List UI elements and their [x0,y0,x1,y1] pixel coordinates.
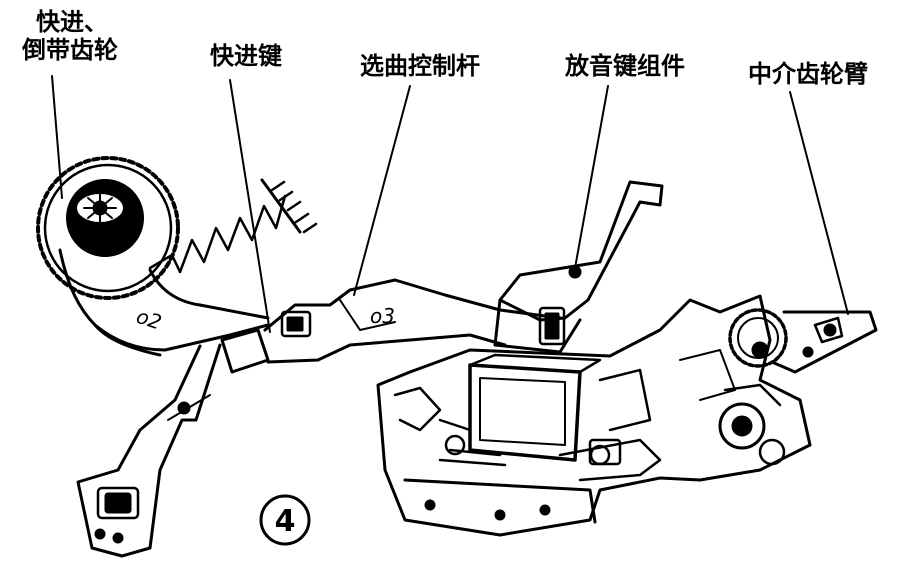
idler-gear-arm [718,308,878,466]
head-chassis [376,294,812,537]
figure-number: 4 [275,504,296,539]
track-select-lever [263,278,562,364]
play-key-assembly [493,180,664,354]
figure-number-badge: 4 [259,494,311,546]
part-mark-o2: o2 [133,304,164,335]
label-track-select-lever: 选曲控制杆 [360,52,480,80]
ff-rewind-gear [36,156,180,300]
fast-forward-key [76,328,270,558]
label-ff-rewind-gear: 快进、 倒带齿轮 [22,8,118,64]
lever-o2 [58,248,270,357]
label-ff-rewind-gear-line1: 快进、 [36,8,108,36]
label-idler-gear-arm: 中介齿轮臂 [748,60,868,88]
label-play-key-assembly: 放音键组件 [565,52,685,80]
leader-lines [51,75,849,333]
part-mark-o3: o3 [370,304,395,328]
label-fast-forward-key: 快进键 [210,42,282,70]
return-spring [148,178,318,274]
label-ff-rewind-gear-line2: 倒带齿轮 [22,36,118,64]
